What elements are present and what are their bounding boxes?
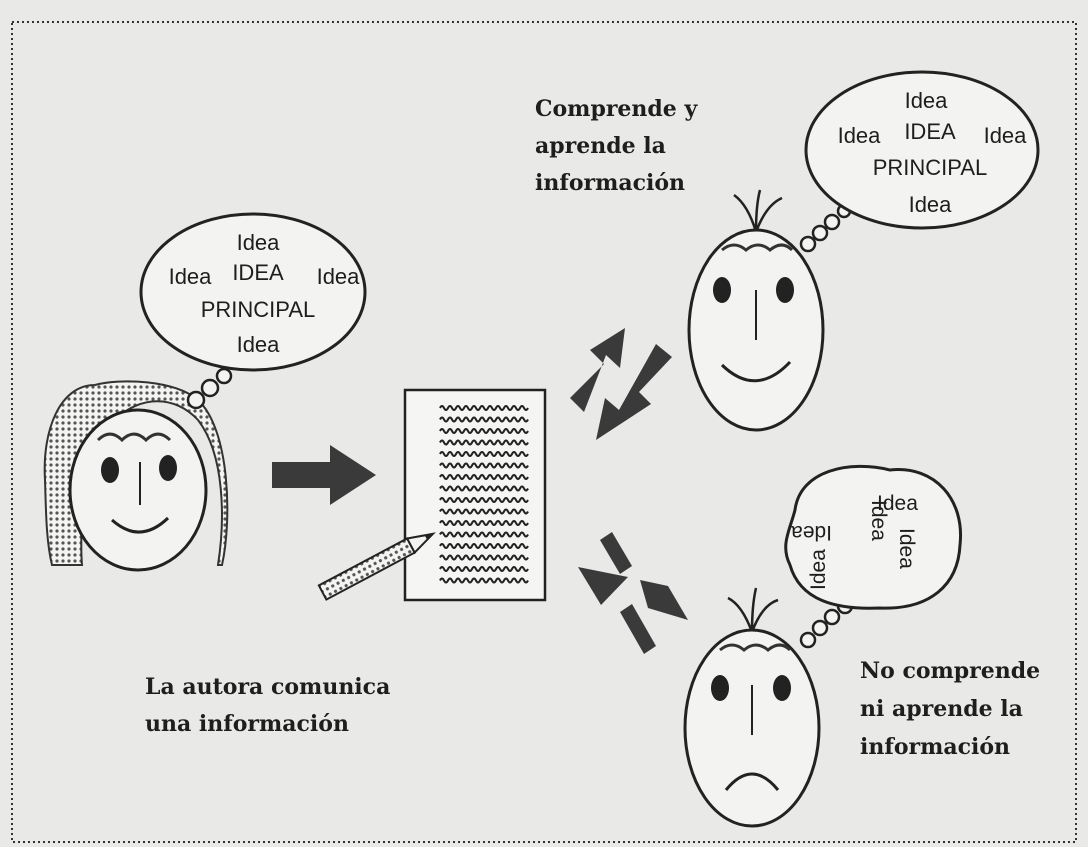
document-scribble-line <box>439 577 529 584</box>
broken-arrow-head-left <box>578 567 628 605</box>
author-right-eye <box>159 455 177 481</box>
understands-bubble-left: Idea <box>838 123 882 148</box>
confused-word-1: Idea <box>877 492 918 515</box>
author-smile <box>111 516 170 534</box>
understands-bubble-body <box>804 70 1040 230</box>
understands-bubble-right: Idea <box>984 123 1028 148</box>
author-bubble-body <box>139 212 367 372</box>
author-face <box>68 408 208 572</box>
document-scribble-line <box>439 531 529 538</box>
broken-arrow-head-right <box>640 580 688 620</box>
document-scribble-line <box>439 462 529 469</box>
understands-bubble-top: Idea <box>905 88 949 113</box>
confused-word-5: Idea <box>895 528 918 569</box>
document-scribble-line <box>439 451 529 457</box>
caption-not-understands-line1: No comprende <box>860 658 1040 684</box>
author-figure <box>43 380 229 572</box>
arrow-up-right <box>570 328 625 412</box>
document-scribble-line <box>439 520 529 526</box>
reader2-frown <box>724 772 780 791</box>
understands-bubble-center: IDEA <box>904 119 956 144</box>
confused-word-4: Idea <box>807 549 830 590</box>
document-scribble-line <box>439 485 529 492</box>
reader1-hair-tuft <box>733 189 783 233</box>
author-hair <box>43 380 229 566</box>
caption-not-understands-line3: información <box>860 734 1010 760</box>
pencil-icon <box>317 532 436 601</box>
document-scribble-line <box>439 474 529 480</box>
author-bubble-left: Idea <box>169 264 213 289</box>
confused-word-2: Idea <box>791 521 832 544</box>
reader2-hair-tuft <box>727 587 779 633</box>
arrow-to-document <box>272 445 376 505</box>
reader2-left-eye <box>711 675 729 701</box>
caption-not-understands-line2: ni aprende la <box>860 696 1023 722</box>
author-fringe <box>96 432 172 443</box>
author-left-eye <box>101 457 119 483</box>
broken-arrow-shaft-top <box>600 532 632 574</box>
caption-author-line1: La autora comunica <box>145 674 390 700</box>
caption-not-understands: No comprende ni aprende la información <box>860 658 1040 760</box>
author-bubble-right: Idea <box>317 264 361 289</box>
arrow-down-left <box>596 344 672 440</box>
author-thought-bubble: Idea Idea IDEA Idea PRINCIPAL Idea <box>139 212 367 410</box>
broken-arrow-shaft-bottom <box>620 604 656 654</box>
caption-understands-line2: aprende la <box>535 133 666 159</box>
confused-thought-bubble: Idea Idea Idea Idea Idea <box>784 464 963 649</box>
author-bubble-bottom: Idea <box>237 332 281 357</box>
author-bubble-main: PRINCIPAL <box>201 297 316 322</box>
document <box>403 388 547 602</box>
confused-bubble-body <box>784 464 963 610</box>
frame-border <box>11 21 1077 843</box>
reader-understands <box>687 189 825 432</box>
document-scribble-line <box>439 428 529 434</box>
caption-author: La autora comunica una información <box>145 674 390 737</box>
document-page <box>403 388 547 602</box>
reader1-right-eye <box>776 277 794 303</box>
document-scribble-line <box>439 543 529 549</box>
document-scribble-line <box>439 497 529 503</box>
reader2-right-eye <box>773 675 791 701</box>
document-scribble-line <box>439 566 529 572</box>
arrows-not-understands <box>578 532 688 654</box>
document-scribble-line <box>439 439 529 446</box>
caption-understands-line1: Comprende y <box>535 96 698 122</box>
caption-understands: Comprende y aprende la información <box>535 96 698 196</box>
understands-bubble-bottom: Idea <box>909 192 953 217</box>
arrows-understands <box>570 328 672 440</box>
understands-thought-bubble: Idea Idea IDEA Idea PRINCIPAL Idea <box>799 70 1040 253</box>
document-text-lines <box>439 405 529 584</box>
reader1-left-eye <box>713 277 731 303</box>
caption-author-line2: una información <box>145 711 349 737</box>
document-scribble-line <box>439 405 529 411</box>
confused-word-3: Idea <box>867 500 890 541</box>
document-scribble-line <box>439 416 529 423</box>
document-scribble-line <box>439 508 529 515</box>
author-bubble-top: Idea <box>237 230 281 255</box>
reader-not-understands <box>683 587 821 828</box>
caption-understands-line3: información <box>535 170 685 196</box>
reader2-fringe <box>719 643 792 652</box>
understands-bubble-main: PRINCIPAL <box>873 155 988 180</box>
reader1-smile <box>720 360 792 383</box>
author-bubble-center: IDEA <box>232 260 284 285</box>
reader1-fringe <box>721 243 794 252</box>
document-scribble-line <box>439 554 529 561</box>
